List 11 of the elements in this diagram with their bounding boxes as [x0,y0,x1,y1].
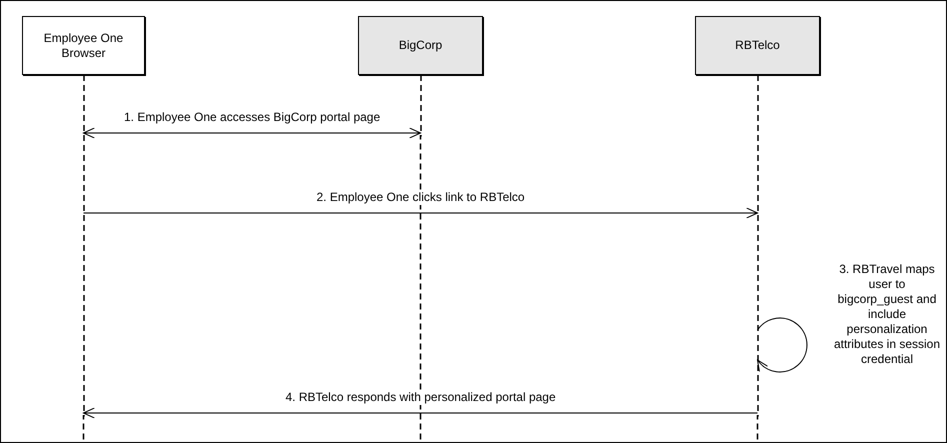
participant-name: BigCorp [398,38,444,53]
message-label: 1. Employee One accesses BigCorp portal page [122,110,382,125]
self-message-arrow [757,318,808,372]
message-label: 2. Employee One clicks link to RBTelco [314,190,527,205]
participant-name: Employee One Browser [42,30,124,60]
message-arrow [83,408,758,418]
message-label: 3. RBTravel maps user to bigcorp_guest and include personalization attributes in session credential [832,262,942,367]
message-arrow [83,128,421,138]
message-label: 4. RBTelco responds with personalized portal page [284,390,558,405]
message-arrow [83,208,758,218]
participant-name: RBTelco [734,38,781,53]
